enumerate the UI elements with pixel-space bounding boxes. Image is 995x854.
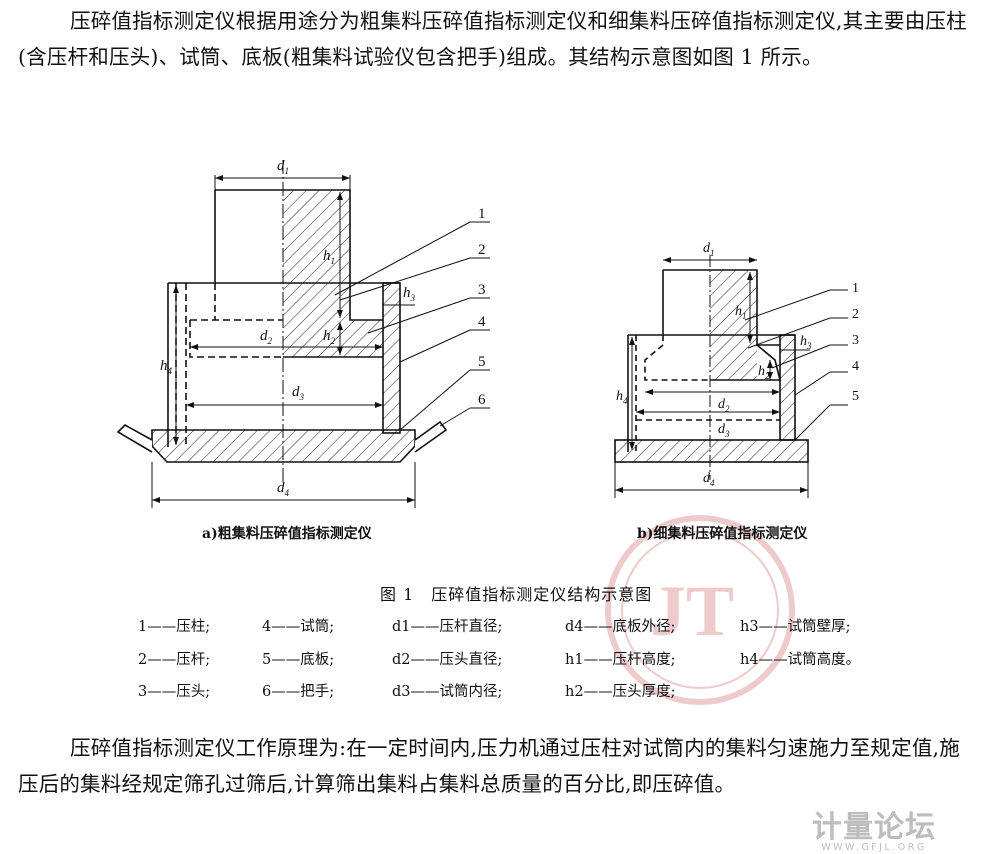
svg-text:d3: d3: [718, 422, 730, 439]
intro-paragraph: 压碎值指标测定仪根据用途分为粗集料压碎值指标测定仪和细集料压碎值指标测定仪,其主…: [18, 9, 967, 69]
svg-text:d2: d2: [260, 328, 273, 346]
svg-text:4: 4: [478, 314, 486, 330]
legend-item: h4——试筒高度。: [740, 652, 861, 668]
svg-text:d1: d1: [277, 158, 289, 176]
svg-text:5: 5: [852, 389, 859, 404]
site-watermark: 计量论坛 WWW.GFJL.ORG: [812, 802, 936, 853]
svg-text:5: 5: [478, 354, 486, 370]
svg-text:h2: h2: [758, 364, 770, 381]
svg-text:d4: d4: [277, 480, 290, 498]
figure-title: 图 1 压碎值指标测定仪结构示意图: [380, 585, 653, 604]
legend-item: 2——压杆;: [138, 652, 211, 668]
svg-text:h3: h3: [403, 285, 416, 303]
legend-item: h2——压头厚度;: [565, 684, 676, 700]
svg-text:h3: h3: [800, 334, 812, 351]
legend-item: 3——压头;: [138, 684, 211, 700]
diagram-fine: [614, 255, 848, 498]
diagram-fine-labels: d1 h1 h2 h3 h4 d2 d3 d4 1 2 3 4 5: [616, 241, 859, 488]
svg-text:1: 1: [852, 281, 859, 296]
legend-item: d2——压头直径;: [392, 652, 503, 668]
legend-item: d4——底板外径;: [565, 619, 676, 635]
svg-text:2: 2: [852, 307, 859, 322]
svg-text:6: 6: [478, 392, 486, 408]
diagram-coarse: [116, 160, 490, 508]
legend-item: 1——压柱;: [138, 619, 211, 635]
caption-fine: b)细集料压碎值指标测定仪: [637, 526, 808, 542]
svg-text:3: 3: [852, 333, 859, 348]
svg-text:2: 2: [478, 242, 486, 258]
stamp-watermark: JT: [605, 515, 795, 705]
svg-text:h1: h1: [323, 248, 335, 266]
svg-text:h4: h4: [616, 389, 628, 406]
watermark-title: 计量论坛: [812, 810, 936, 845]
watermark-url: WWW.GFJL.ORG: [821, 842, 927, 853]
legend-item: 6——把手;: [262, 684, 335, 700]
svg-text:d1: d1: [703, 241, 715, 258]
caption-coarse: a)粗集料压碎值指标测定仪: [202, 526, 372, 542]
svg-text:h1: h1: [735, 304, 747, 321]
svg-text:d3: d3: [292, 384, 305, 402]
legend-item: h3——试筒壁厚;: [740, 619, 851, 635]
svg-text:h2: h2: [323, 328, 336, 346]
legend-item: d1——压杆直径;: [392, 619, 503, 635]
legend-item: h1——压杆高度;: [565, 652, 676, 668]
principle-paragraph: 压碎值指标测定仪工作原理为:在一定时间内,压力机通过压柱对试筒内的集料匀速施力至…: [18, 736, 960, 796]
legend-item: 4——试筒;: [262, 619, 335, 635]
diagram-coarse-labels: d1 h1 h2 h3 h4 d2 d3 d4 1 2 3 4 5 6: [160, 158, 486, 498]
svg-text:h4: h4: [160, 358, 173, 376]
legend-item: d3——试筒内径;: [392, 684, 503, 700]
svg-text:d4: d4: [703, 471, 715, 488]
svg-text:d2: d2: [718, 397, 730, 414]
svg-text:1: 1: [478, 206, 486, 222]
svg-text:3: 3: [478, 282, 486, 298]
svg-text:4: 4: [852, 359, 859, 374]
legend-item: 5——底板;: [262, 652, 335, 668]
svg-text:JT: JT: [650, 571, 734, 651]
